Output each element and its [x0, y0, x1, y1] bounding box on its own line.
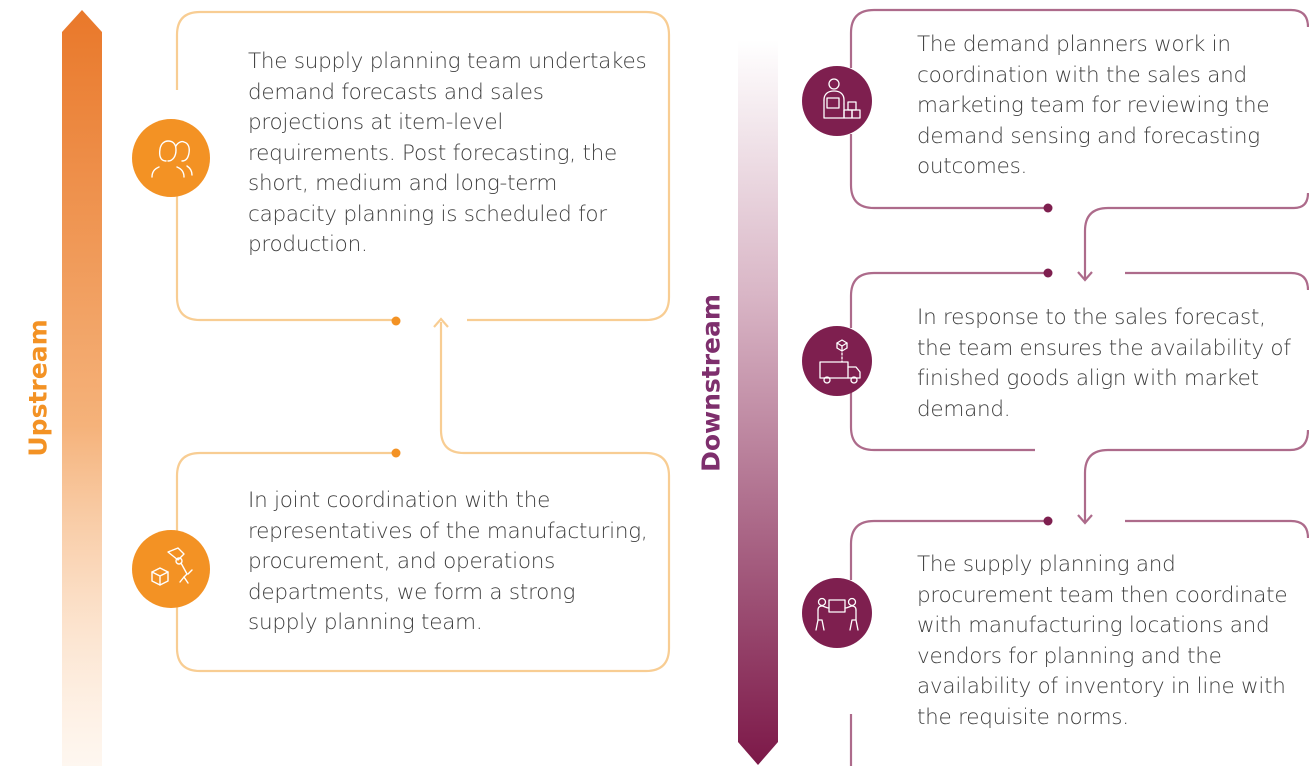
upstream-box-1-frame — [175, 10, 671, 322]
downstream-label: Downstream — [696, 294, 726, 472]
connector-dot — [1043, 268, 1053, 278]
downstream-arrow — [738, 40, 778, 765]
delivery-truck-icon — [802, 326, 872, 396]
downstream-box-2-frame — [849, 271, 1309, 452]
downstream-box-1-text: The demand planners work in coordination… — [917, 32, 1270, 179]
upstream-box-1-text: The supply planning team undertakes dema… — [248, 49, 647, 257]
connector-arrow-1 — [1077, 192, 1309, 282]
upstream-label: Upstream — [23, 319, 53, 457]
connector-dot — [1043, 203, 1053, 213]
downstream-box-3-frame — [849, 519, 1309, 766]
upstream-arrow — [62, 10, 102, 766]
downstream-box-2-text: In response to the sales forecast, the t… — [917, 305, 1291, 422]
connector-arrow-2 — [1077, 448, 1290, 525]
downstream-box-3-text: The supply planning and procurement team… — [917, 552, 1288, 730]
connector-dot — [391, 316, 401, 326]
person-boxes-icon — [802, 66, 872, 136]
connector-dot — [391, 448, 401, 458]
people-icon — [132, 119, 210, 197]
upstream-box-2-text: In joint coordination with the represent… — [248, 488, 648, 635]
robot-arm-box-icon — [132, 530, 210, 608]
downstream-box-1-frame — [849, 8, 1309, 210]
upstream-box-2-frame — [175, 317, 671, 673]
people-carrying-box-icon — [802, 578, 872, 648]
connector-dot — [1043, 516, 1053, 526]
